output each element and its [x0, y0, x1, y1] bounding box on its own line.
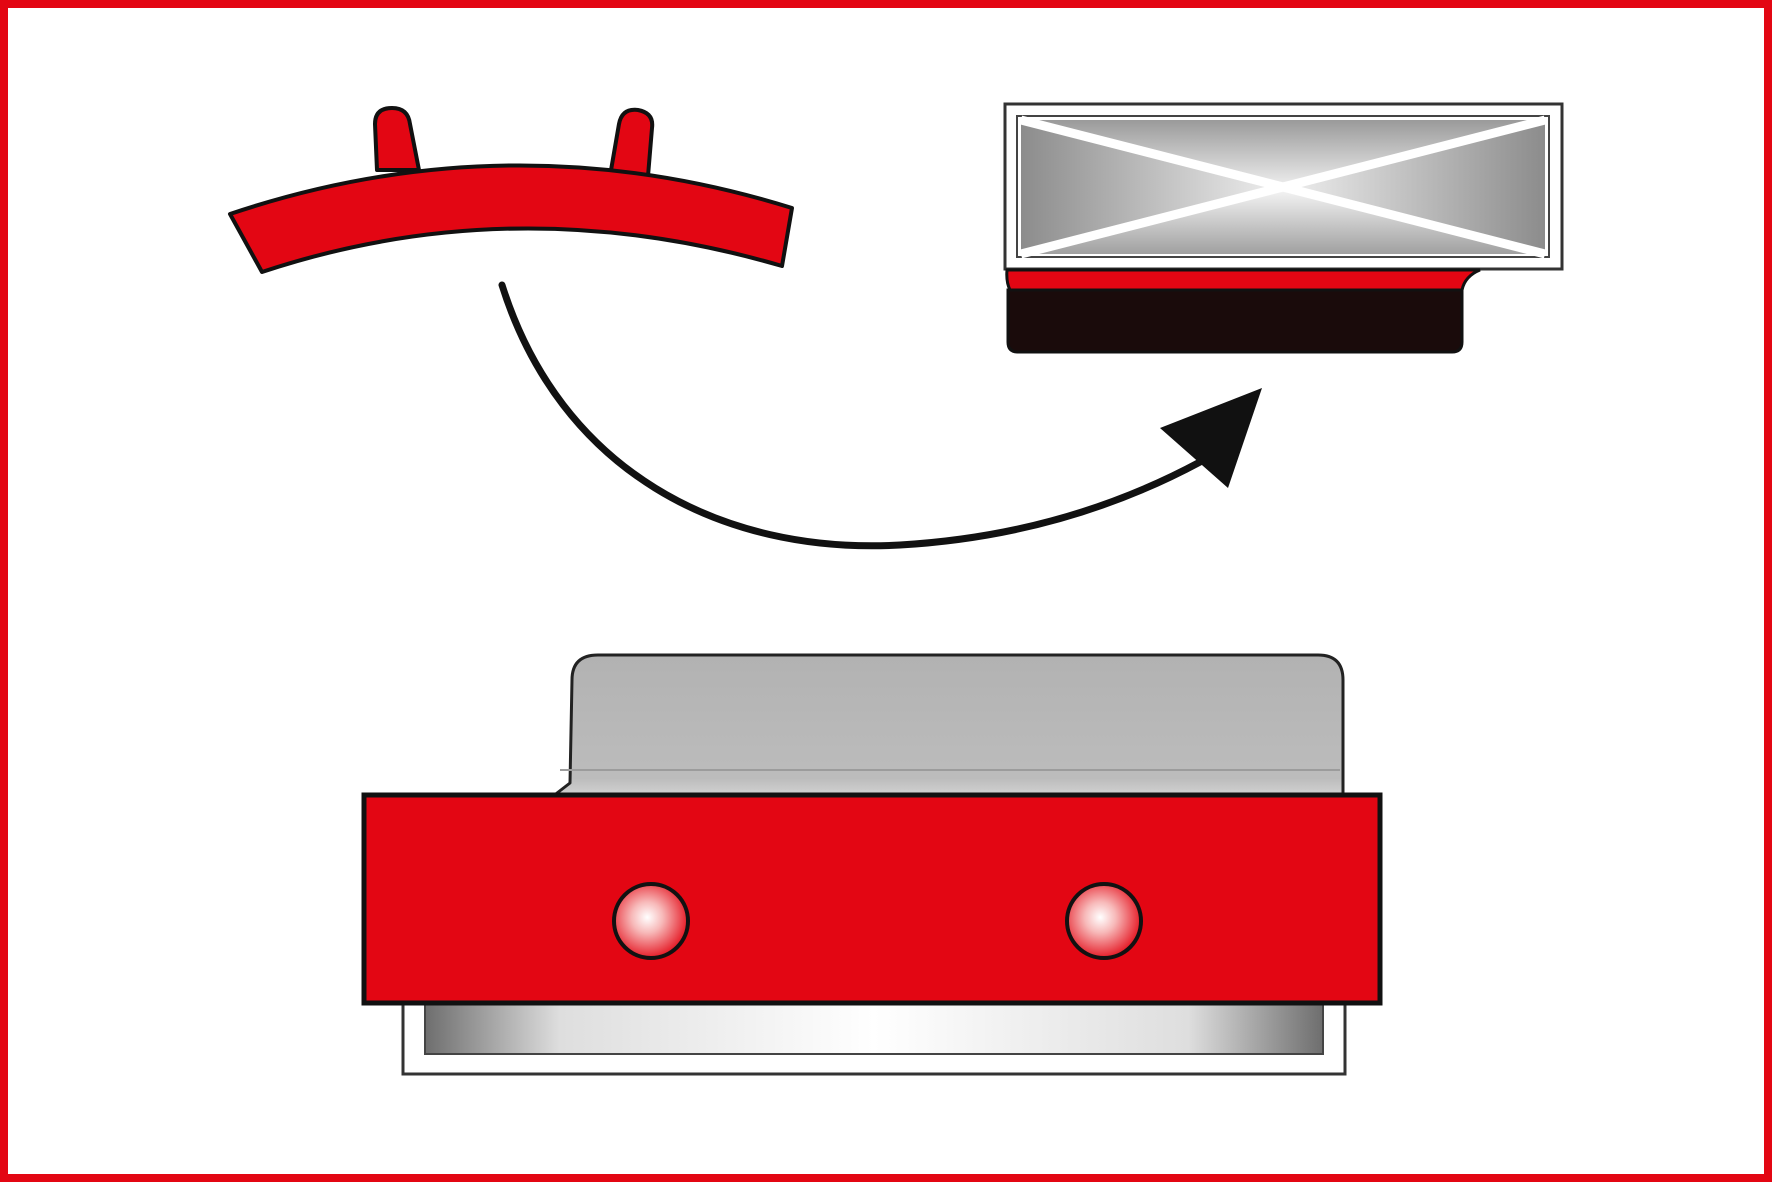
dark-strip [1006, 288, 1464, 354]
curved-red-bracket [228, 106, 794, 274]
arrow-head [1160, 388, 1262, 488]
mount-back-plate [546, 653, 1345, 802]
mirror-glass-top-view [1003, 102, 1564, 354]
glass-surface [1019, 115, 1547, 259]
mount-red-block [361, 792, 1383, 1006]
rivet-right [1065, 882, 1143, 960]
bracket-body [228, 163, 794, 274]
arrow [498, 281, 1262, 550]
bracket-pin-right [608, 107, 655, 178]
arrow-shaft [498, 281, 1204, 550]
bracket-pin-left [373, 106, 421, 172]
red-strip [1005, 268, 1481, 292]
rivet-left [612, 882, 690, 960]
assembled-mirror-mount [361, 653, 1383, 1076]
